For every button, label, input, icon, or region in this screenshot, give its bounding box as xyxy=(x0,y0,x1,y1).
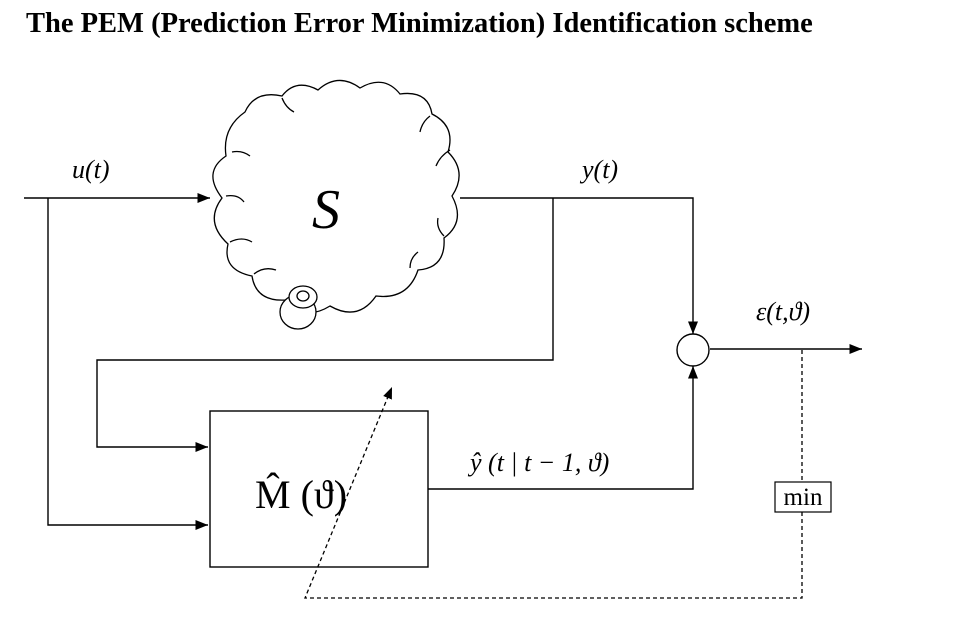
system-label: S xyxy=(312,179,340,241)
min-label: min xyxy=(784,484,823,511)
min-box xyxy=(774,481,832,513)
prediction-signal-label: ŷ (t | t − 1, ϑ) xyxy=(467,448,609,477)
cloud-bubbles xyxy=(279,285,318,330)
error-signal-label: ε(t,ϑ) xyxy=(756,297,810,326)
tuning-path xyxy=(304,350,803,599)
model-block xyxy=(209,410,429,568)
input-to-model-arrow xyxy=(47,198,208,531)
prediction-to-sum-arrow xyxy=(428,366,699,490)
summing-junction xyxy=(676,333,710,367)
signal-lines xyxy=(24,192,862,531)
input-signal-label: u(t) xyxy=(72,155,110,184)
output-signal-label: y(t) xyxy=(579,155,618,184)
page-title: The PEM (Prediction Error Minimization) … xyxy=(26,8,813,39)
output-feedback-arrow xyxy=(96,198,554,453)
output-to-sum-arrow xyxy=(460,197,699,334)
model-label: M̂ (ϑ) xyxy=(255,472,347,517)
system-cloud xyxy=(212,79,460,314)
